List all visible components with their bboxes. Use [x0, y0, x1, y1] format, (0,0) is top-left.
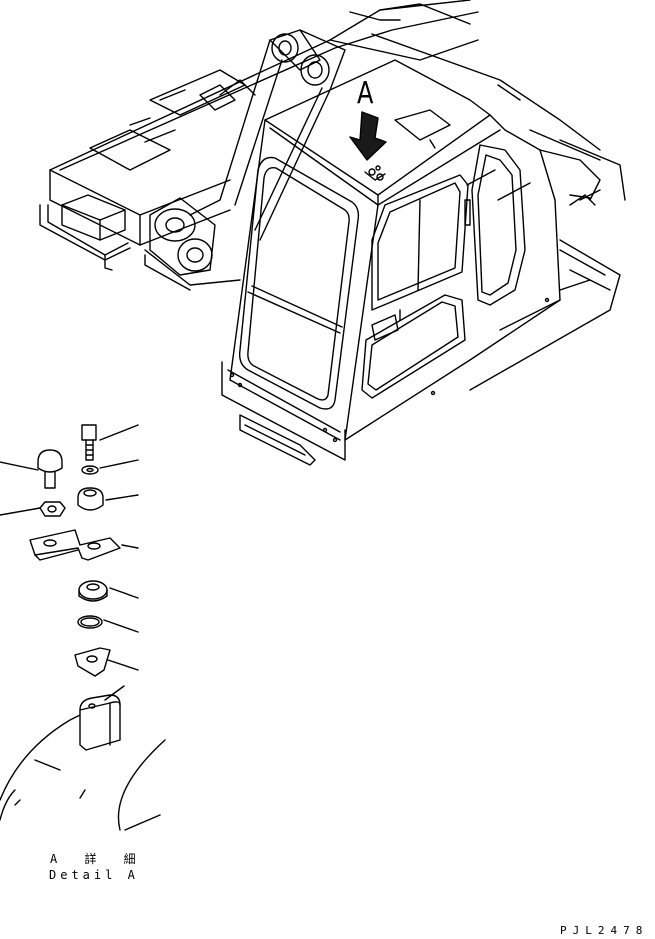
plate-part — [74, 647, 139, 677]
spacer-part — [78, 580, 139, 602]
detail-title-jp: A 詳 細 — [50, 852, 146, 866]
operator-cab — [221, 59, 561, 466]
cab-roof-section — [0, 714, 166, 831]
left-bolt-part — [0, 449, 63, 489]
stopper-part — [79, 685, 125, 751]
machine-frame — [39, 0, 626, 391]
view-a-label: A — [357, 76, 374, 111]
o-ring-part — [77, 615, 139, 633]
washer-part — [81, 459, 139, 475]
drawing-code: PJL2478 — [560, 924, 649, 937]
view-a-arrow-icon — [349, 111, 387, 161]
leader-lines-machine — [466, 84, 591, 201]
bolt-part — [81, 424, 139, 461]
left-nut-part — [0, 501, 66, 517]
detail-title-en: Detail A — [49, 868, 139, 882]
bracket-part — [29, 529, 139, 561]
cushion-part — [77, 487, 139, 511]
detail-a-parts — [0, 424, 166, 831]
